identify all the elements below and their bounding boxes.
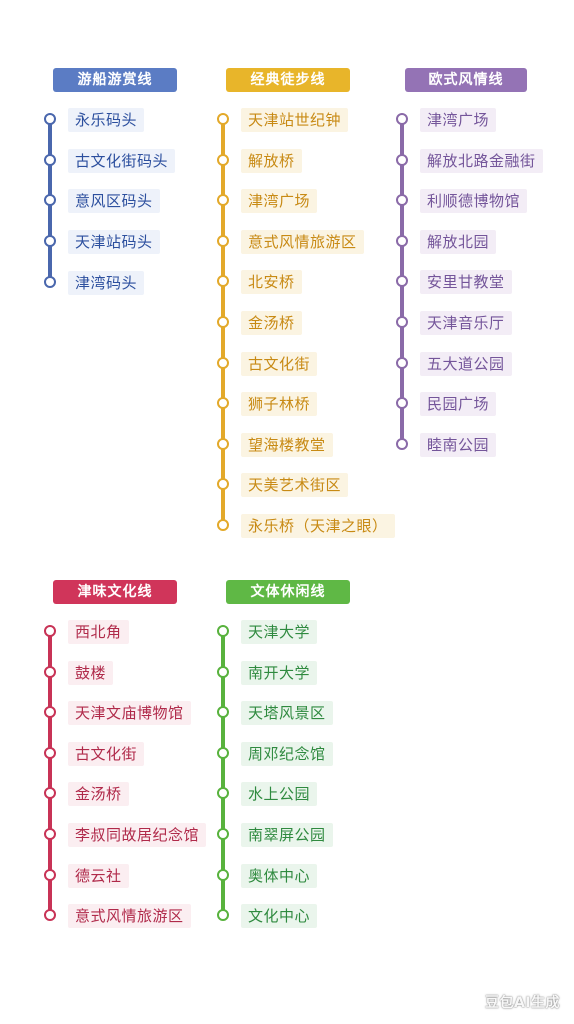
station-label: 意风区码头 xyxy=(68,189,160,214)
station-label: 金汤桥 xyxy=(68,782,129,807)
route-title: 欧式风情线 xyxy=(405,68,527,92)
station-dot xyxy=(217,909,229,922)
station-label: 金汤桥 xyxy=(241,311,302,335)
route-title: 经典徒步线 xyxy=(226,68,350,92)
station-label: 意式风情旅游区 xyxy=(68,904,191,929)
station-dot xyxy=(217,625,229,637)
station-dot xyxy=(396,153,408,166)
station-dot xyxy=(44,275,56,288)
station-dot xyxy=(44,153,56,166)
station-label: 古文化街 xyxy=(241,351,318,376)
station-dot xyxy=(396,356,408,369)
station-label: 利顺德博物馆 xyxy=(420,189,528,214)
route-title: 津味文化线 xyxy=(53,580,177,604)
station-label: 意式风情旅游区 xyxy=(241,229,364,254)
station-dot xyxy=(217,828,229,840)
station-dot xyxy=(217,478,229,491)
station-dot xyxy=(217,665,229,678)
station-dot xyxy=(44,625,56,637)
station-label: 解放桥 xyxy=(241,148,302,173)
route-line xyxy=(48,632,52,917)
station-label: 周邓纪念馆 xyxy=(241,741,333,766)
station-dot xyxy=(44,909,56,922)
station-dot xyxy=(217,397,229,410)
station-dot xyxy=(44,665,56,678)
station-dot xyxy=(217,746,229,759)
station-label: 天津文庙博物馆 xyxy=(68,701,191,726)
station-label: 狮子林桥 xyxy=(241,392,318,417)
station-label: 天津站码头 xyxy=(68,230,160,255)
station-label: 水上公园 xyxy=(241,782,318,807)
station-dot xyxy=(44,868,56,881)
station-label: 北安桥 xyxy=(241,270,302,295)
station-dot xyxy=(44,787,56,800)
watermark: 豆包AI生成 xyxy=(484,995,560,1011)
station-dot xyxy=(44,706,56,719)
station-dot xyxy=(396,113,408,125)
station-label: 西北角 xyxy=(68,620,129,644)
station-dot xyxy=(396,194,408,207)
route-title: 游船游赏线 xyxy=(53,68,177,92)
station-label: 安里甘教堂 xyxy=(420,270,512,295)
station-label: 奥体中心 xyxy=(241,863,318,888)
station-label: 津湾广场 xyxy=(241,189,318,214)
station-dot xyxy=(217,787,229,800)
station-dot xyxy=(217,706,229,719)
station-label: 解放北路金融街 xyxy=(420,148,543,173)
station-dot xyxy=(217,868,229,881)
station-label: 解放北园 xyxy=(420,229,497,254)
station-label: 德云社 xyxy=(68,863,129,888)
station-label: 永乐码头 xyxy=(68,108,145,132)
station-dot xyxy=(217,519,229,531)
station-dot xyxy=(396,397,408,410)
station-label: 天津站世纪钟 xyxy=(241,108,349,132)
station-dot xyxy=(396,234,408,247)
station-dot xyxy=(44,113,56,125)
station-label: 鼓楼 xyxy=(68,660,114,685)
station-label: 睦南公园 xyxy=(420,432,497,457)
station-dot xyxy=(217,153,229,166)
station-dot xyxy=(44,235,56,248)
station-dot xyxy=(44,194,56,207)
station-dot xyxy=(396,316,408,328)
station-dot xyxy=(217,194,229,207)
station-dot xyxy=(217,437,229,450)
station-dot xyxy=(217,113,229,125)
station-dot xyxy=(44,828,56,840)
station-label: 津湾码头 xyxy=(68,270,145,295)
route-title: 文体休闲线 xyxy=(226,580,350,604)
station-label: 民园广场 xyxy=(420,392,497,417)
station-label: 永乐桥（天津之眼） xyxy=(241,514,395,538)
station-label: 津湾广场 xyxy=(420,108,497,132)
station-label: 天津大学 xyxy=(241,620,318,644)
station-label: 文化中心 xyxy=(241,904,318,929)
route-line xyxy=(221,632,225,917)
station-dot xyxy=(44,746,56,759)
station-label: 天塔风景区 xyxy=(241,701,333,726)
station-label: 天美艺术街区 xyxy=(241,473,349,498)
station-dot xyxy=(217,234,229,247)
station-label: 南开大学 xyxy=(241,660,318,685)
station-label: 李叔同故居纪念馆 xyxy=(68,823,207,847)
station-label: 古文化街 xyxy=(68,741,145,766)
station-dot xyxy=(217,356,229,369)
station-dot xyxy=(396,275,408,288)
station-label: 古文化街码头 xyxy=(68,148,176,173)
station-label: 望海楼教堂 xyxy=(241,432,333,457)
station-label: 五大道公园 xyxy=(420,351,512,376)
station-dot xyxy=(217,275,229,288)
station-label: 南翠屏公园 xyxy=(241,823,333,847)
station-label: 天津音乐厅 xyxy=(420,311,512,335)
station-dot xyxy=(396,437,408,450)
station-dot xyxy=(217,316,229,328)
